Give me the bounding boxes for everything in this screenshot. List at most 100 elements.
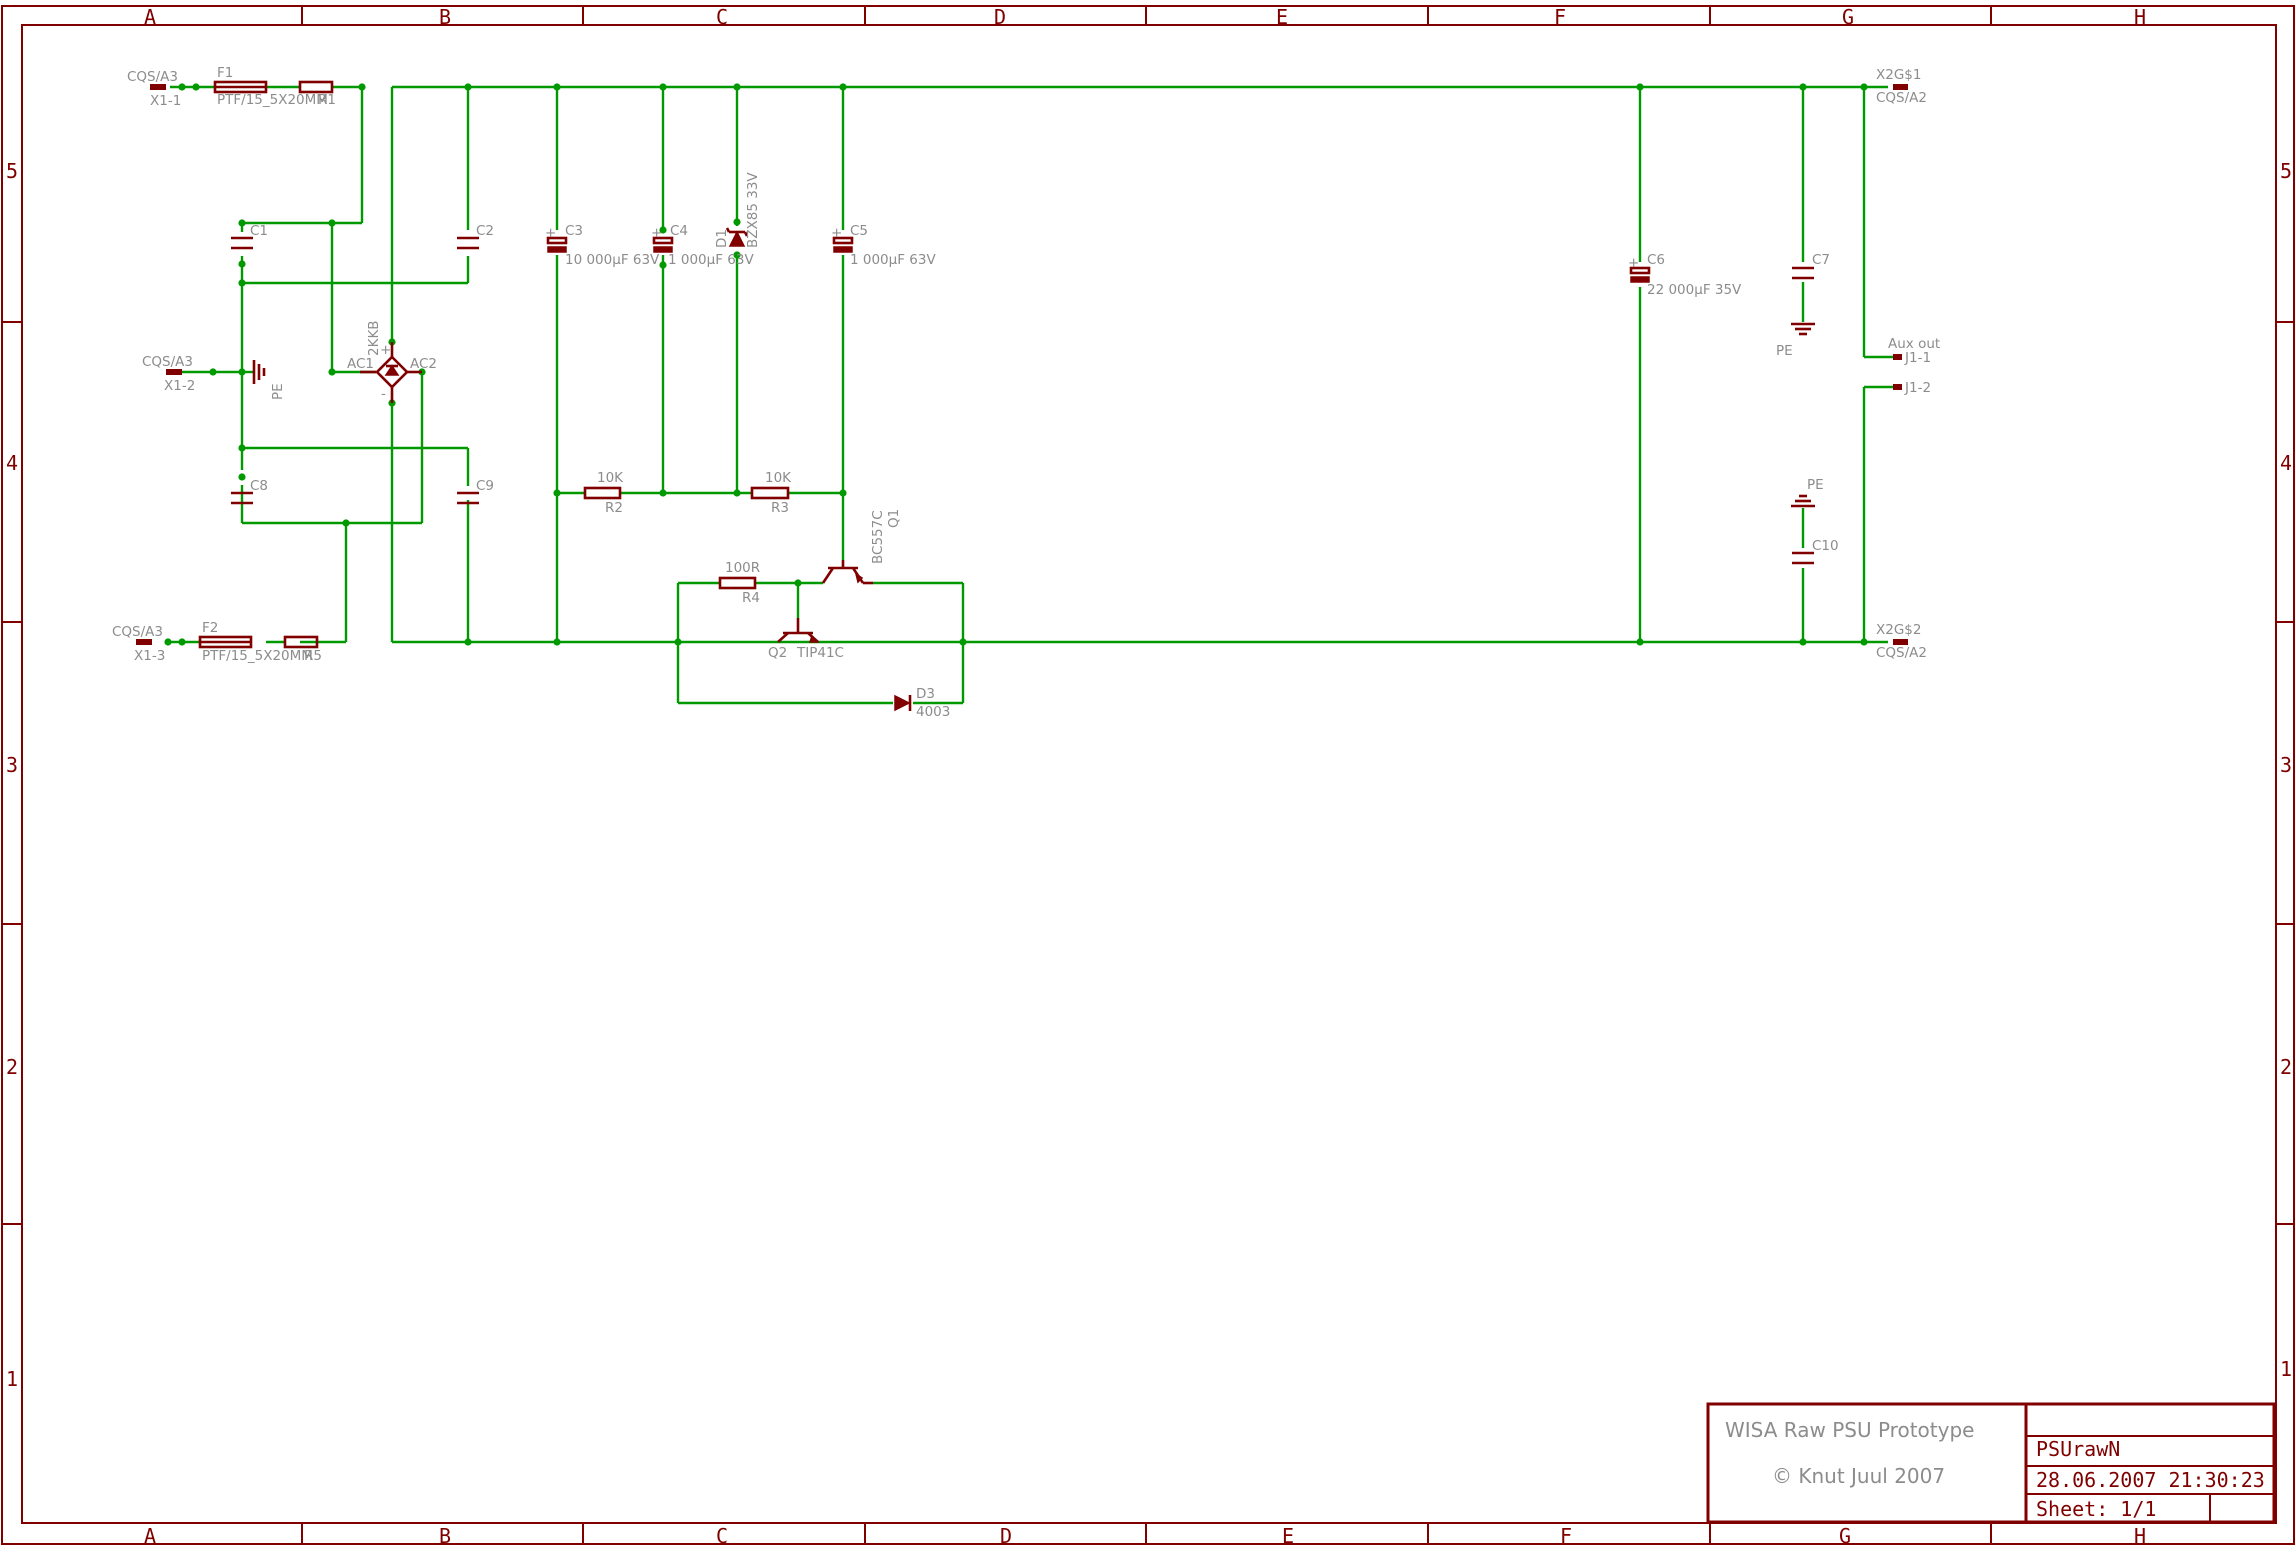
junction-dot	[238, 368, 246, 376]
q2-label: Q2	[768, 645, 787, 661]
c4-label: C4	[670, 223, 688, 239]
diode-d3: D3 4003	[894, 686, 950, 720]
ground-pe-c10: PE	[1791, 477, 1824, 508]
junction-dot	[1860, 83, 1868, 91]
transistor-q2: Q2 TIP41C	[768, 618, 844, 661]
junction-dot	[464, 638, 472, 646]
junction-dot	[659, 83, 667, 91]
junction-dot	[238, 219, 246, 227]
resistor-r1: R1	[298, 80, 336, 108]
zone-row-4-right: 4	[2280, 451, 2292, 475]
junction-dot	[674, 638, 682, 646]
title-block-date: 28.06.2007 21:30:23	[2036, 1468, 2265, 1492]
c4-plus: +	[651, 225, 662, 241]
f2-label: F2	[202, 620, 218, 636]
junction-dot	[839, 489, 847, 497]
junction-dot	[1860, 638, 1868, 646]
zone-row-4-left: 4	[6, 451, 18, 475]
fuse-f1: F1 PTF/15_5X20MM	[213, 65, 328, 108]
junction-dot	[328, 219, 336, 227]
junction-dot	[659, 226, 667, 234]
zone-col-f-bottom: F	[1560, 1524, 1572, 1547]
pe-left-label: PE	[270, 383, 286, 400]
q2-value: TIP41C	[796, 645, 844, 661]
connector-x1-3: CQS/A3 X1-3	[112, 624, 165, 664]
x1-1-label: X1-1	[150, 93, 181, 109]
connector-x2g2: X2G$2 CQS/A2	[1876, 622, 1927, 661]
c1-label: C1	[250, 223, 268, 239]
ground-pe-left: PE	[252, 360, 286, 400]
junction-dot	[238, 279, 246, 287]
capacitor-c2: C2	[457, 223, 494, 250]
zone-col-e-top: E	[1276, 5, 1288, 29]
j1-2-label: J1-2	[1904, 380, 1931, 396]
r3-value: 10K	[765, 470, 792, 486]
c2-label: C2	[476, 223, 494, 239]
wires	[170, 85, 1893, 705]
r5-label: R5	[304, 648, 322, 664]
resistor-r4: 100R R4	[718, 560, 760, 606]
zone-col-d-bottom: D	[1000, 1524, 1012, 1547]
zone-col-b-bottom: B	[439, 1524, 451, 1547]
capacitor-c3: + C3 10 000µF 63V	[545, 223, 660, 268]
zone-col-a-bottom: A	[144, 1524, 156, 1547]
junction-dot	[959, 638, 967, 646]
junction-dot	[733, 489, 741, 497]
c5-value: 1 000µF 63V	[850, 252, 936, 268]
title-block: WISA Raw PSU Prototype © Knut Juul 2007 …	[1706, 1402, 2276, 1524]
zone-labels: A B C D E F G H A B C D E F G H 5 4 3 2 …	[6, 5, 2292, 1547]
c5-label: C5	[850, 223, 868, 239]
c6-label: C6	[1647, 252, 1665, 268]
x1-3-type-label: CQS/A3	[112, 624, 163, 640]
connector-j1: Aux out J1-1 J1-2	[1888, 336, 1940, 396]
f2-value: PTF/15_5X20MM	[202, 648, 313, 664]
resistor-r5: R5	[283, 635, 322, 664]
junction-dot	[238, 444, 246, 452]
c3-plus: +	[545, 225, 556, 241]
junction-dot	[1636, 83, 1644, 91]
zener-diode-d1: D1 BZX85 33V	[714, 172, 761, 248]
junction-dot	[1799, 638, 1807, 646]
x2g2-label: X2G$2	[1876, 622, 1921, 638]
d3-label: D3	[916, 686, 935, 702]
zone-row-3-right: 3	[2280, 753, 2292, 777]
zone-col-g-top: G	[1842, 5, 1854, 29]
capacitor-c5: + C5 1 000µF 63V	[831, 223, 936, 268]
junction-dot	[238, 260, 246, 268]
junction-dot	[733, 83, 741, 91]
transistor-q1: BC557C Q1	[821, 509, 902, 585]
resistor-r3: 10K R3	[750, 470, 792, 516]
zone-row-1-left: 1	[6, 1367, 18, 1391]
x2g1-type-label: CQS/A2	[1876, 90, 1927, 106]
d1-label: D1	[714, 229, 730, 248]
connector-x1-1: CQS/A3 X1-1	[127, 69, 181, 109]
junction-dot	[342, 519, 350, 527]
drawing-frame	[1, 5, 2295, 1545]
zone-col-d-top: D	[994, 5, 1006, 29]
ground-pe-c7: PE	[1776, 322, 1815, 359]
capacitor-c8: C8	[231, 478, 268, 505]
connector-x2g1: X2G$1 CQS/A2	[1876, 67, 1927, 106]
junction-dot	[192, 83, 200, 91]
capacitor-c10: C10	[1792, 538, 1839, 565]
junction-dot	[553, 83, 561, 91]
zone-row-1-right: 1	[2280, 1357, 2292, 1381]
junction-dot	[794, 579, 802, 587]
capacitor-c9: C9	[457, 478, 494, 505]
zone-col-f-top: F	[1554, 5, 1566, 29]
bridge-ac1-label: AC1	[347, 356, 374, 372]
junction-dot	[164, 638, 172, 646]
q1-label: Q1	[886, 509, 902, 528]
junction-dot	[178, 83, 186, 91]
r1-label: R1	[318, 92, 336, 108]
junction-dot	[358, 83, 366, 91]
aux-out-label: Aux out	[1888, 336, 1940, 352]
c7-label: C7	[1812, 252, 1830, 268]
r3-label: R3	[771, 500, 789, 516]
junction-dot	[1799, 83, 1807, 91]
pe-c10-label: PE	[1807, 477, 1824, 493]
bridge-plus-label: +	[380, 342, 391, 358]
r4-value: 100R	[725, 560, 760, 576]
c8-label: C8	[250, 478, 268, 494]
title-block-name: PSUrawN	[2036, 1437, 2120, 1461]
